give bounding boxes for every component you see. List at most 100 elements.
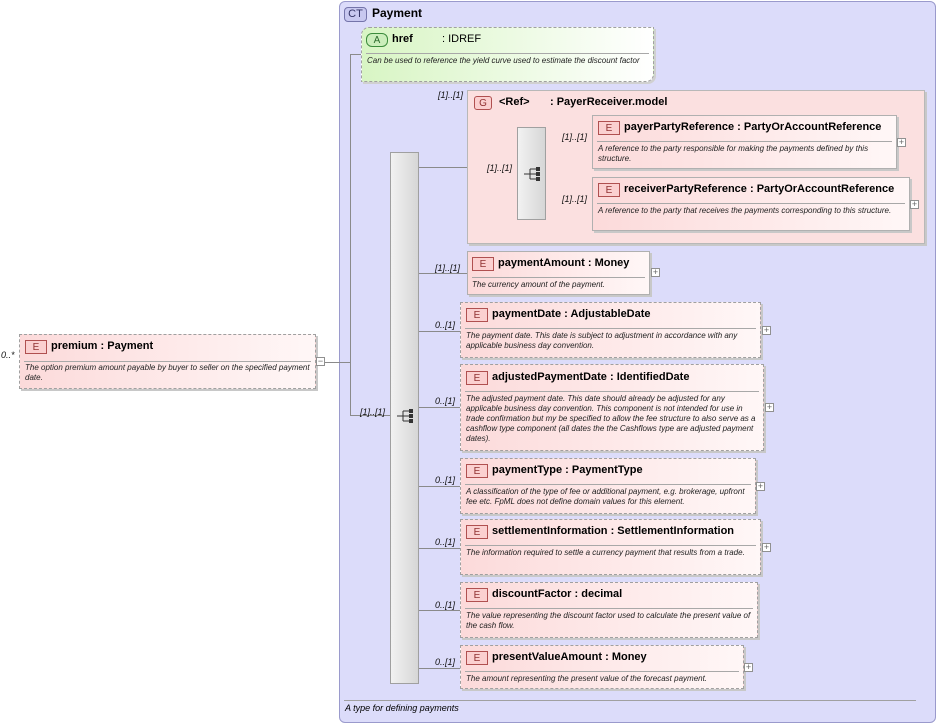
element-receiver-party-reference[interactable]: E receiverPartyReference : PartyOrAccoun…	[592, 177, 910, 231]
expand-toggle-settlement-information[interactable]: +	[762, 542, 771, 552]
element-divider	[472, 277, 645, 278]
element-settlement-information[interactable]: E settlementInformation : SettlementInfo…	[460, 519, 761, 575]
element-badge: E	[598, 121, 620, 135]
group-ref: <Ref>	[499, 96, 530, 108]
element-doc: The payment date. This date is subject t…	[466, 331, 738, 350]
attribute-divider	[366, 53, 649, 54]
connector-root	[320, 362, 351, 363]
element-divider	[465, 391, 759, 392]
payment-type-cardinality: 0..[1]	[435, 475, 456, 485]
element-name: paymentType : PaymentType	[492, 464, 643, 476]
element-badge: E	[25, 340, 47, 354]
element-name: adjustedPaymentDate : IdentifiedDate	[492, 371, 690, 383]
present-value-amount-cardinality: 0..[1]	[435, 657, 456, 667]
element-name: discountFactor : decimal	[492, 588, 623, 600]
sequence-compositor[interactable]	[390, 152, 419, 684]
payment-amount-cardinality: [1]..[1]	[435, 263, 461, 273]
group-name: : PayerReceiver.model	[550, 96, 668, 108]
element-name: paymentDate : AdjustableDate	[492, 308, 651, 320]
connector-element-1	[419, 331, 460, 332]
group-cardinality: [1]..[1]	[438, 90, 464, 100]
expand-toggle-payer[interactable]: +	[897, 137, 906, 147]
attribute-type: : IDREF	[442, 33, 482, 45]
root-cardinality: 0..*	[1, 350, 15, 360]
connector-sequence	[350, 415, 390, 416]
settlement-information-cardinality: 0..[1]	[435, 537, 456, 547]
attribute-href[interactable]: A href : IDREF Can be used to reference …	[361, 27, 654, 82]
collapse-toggle-premium[interactable]: −	[316, 356, 325, 366]
attribute-doc: Can be used to reference the yield curve…	[367, 56, 640, 65]
complex-type-doc: A type for defining payments	[345, 703, 459, 713]
element-name: premium : Payment	[51, 340, 154, 352]
complex-type-divider	[344, 700, 916, 701]
attribute-badge: A	[366, 33, 388, 47]
element-badge: E	[598, 183, 620, 197]
element-divider	[597, 203, 905, 204]
connector-trunk	[350, 54, 351, 416]
payment-date-cardinality: 0..[1]	[435, 320, 456, 330]
adjusted-payment-date-cardinality: 0..[1]	[435, 396, 456, 406]
element-name: paymentAmount : Money	[498, 257, 630, 269]
connector-element-3	[419, 486, 460, 487]
element-doc: The information required to settle a cur…	[466, 548, 745, 557]
element-doc: The amount representing the present valu…	[466, 674, 708, 683]
sequence-cardinality: [1]..[1]	[360, 407, 386, 417]
attribute-name: href	[392, 33, 413, 45]
inner-sequence-icon	[524, 167, 540, 181]
sequence-icon	[397, 409, 413, 423]
element-badge: E	[466, 651, 488, 665]
element-divider	[465, 671, 739, 672]
connector-element-6	[419, 668, 460, 669]
connector-element-4	[419, 548, 460, 549]
connector-element-5	[419, 610, 460, 611]
element-divider	[465, 608, 753, 609]
element-badge: E	[466, 308, 488, 322]
receiver-cardinality: [1]..[1]	[562, 194, 588, 204]
element-doc: A reference to the party responsible for…	[598, 144, 869, 163]
connector-attribute	[350, 54, 362, 55]
element-premium[interactable]: E premium : Payment The option premium a…	[19, 334, 316, 389]
discount-factor-cardinality: 0..[1]	[435, 600, 456, 610]
element-name: payerPartyReference : PartyOrAccountRefe…	[624, 121, 882, 133]
element-discount-factor: E discountFactor : decimal The value rep…	[460, 582, 758, 638]
element-doc: A classification of the type of fee or a…	[466, 487, 745, 506]
element-name: presentValueAmount : Money	[492, 651, 647, 663]
element-doc: The option premium amount payable by buy…	[25, 363, 310, 382]
element-doc: A reference to the party that receives t…	[598, 206, 892, 215]
element-adjusted-payment-date[interactable]: E adjustedPaymentDate : IdentifiedDate T…	[460, 364, 764, 451]
complex-type-badge: CT	[344, 7, 367, 22]
inner-sequence-cardinality: [1]..[1]	[487, 163, 513, 173]
expand-toggle-payment-amount[interactable]: +	[651, 267, 660, 277]
element-divider	[465, 328, 756, 329]
element-name: receiverPartyReference : PartyOrAccountR…	[624, 183, 895, 195]
expand-toggle-present-value-amount[interactable]: +	[744, 662, 753, 672]
element-divider	[597, 141, 892, 142]
expand-toggle-adjusted-payment-date[interactable]: +	[765, 402, 774, 412]
expand-toggle-payment-type[interactable]: +	[756, 481, 765, 491]
element-badge: E	[466, 464, 488, 478]
element-divider	[24, 361, 311, 362]
group-badge: G	[474, 96, 492, 110]
element-payment-date[interactable]: E paymentDate : AdjustableDate The payme…	[460, 302, 761, 358]
payer-cardinality: [1]..[1]	[562, 132, 588, 142]
element-present-value-amount[interactable]: E presentValueAmount : Money The amount …	[460, 645, 744, 689]
element-doc: The value representing the discount fact…	[466, 611, 751, 630]
element-payment-type[interactable]: E paymentType : PaymentType A classifica…	[460, 458, 756, 514]
element-badge: E	[466, 588, 488, 602]
element-badge: E	[466, 371, 488, 385]
element-doc: The adjusted payment date. This date sho…	[466, 394, 756, 443]
element-divider	[465, 484, 751, 485]
expand-toggle-receiver[interactable]: +	[910, 199, 919, 209]
connector-element-0	[419, 273, 467, 274]
element-badge: E	[472, 257, 494, 271]
element-payment-amount[interactable]: E paymentAmount : Money The currency amo…	[467, 251, 650, 295]
element-name: settlementInformation : SettlementInform…	[492, 525, 735, 537]
element-payer-party-reference[interactable]: E payerPartyReference : PartyOrAccountRe…	[592, 115, 897, 169]
expand-toggle-payment-date[interactable]: +	[762, 325, 771, 335]
connector-group	[419, 167, 467, 168]
complex-type-title: Payment	[372, 6, 423, 20]
element-badge: E	[466, 525, 488, 539]
element-doc: The currency amount of the payment.	[472, 280, 605, 289]
element-divider	[465, 545, 756, 546]
connector-element-2	[419, 407, 460, 408]
